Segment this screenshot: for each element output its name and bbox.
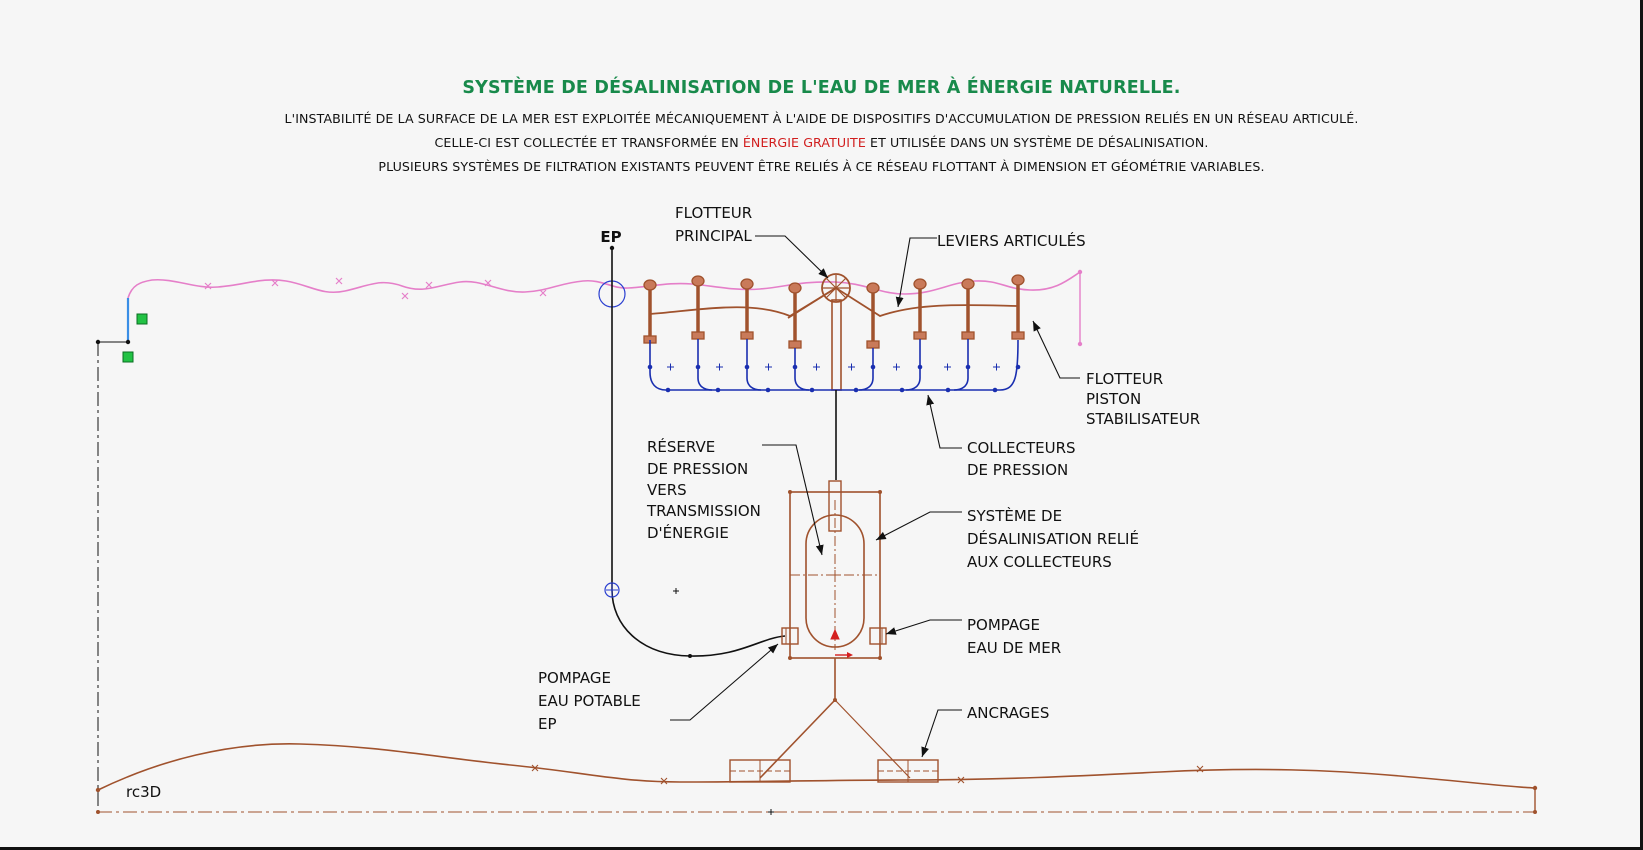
header: SYSTÈME DE DÉSALINISATION DE L'EAU DE ME…	[0, 78, 1643, 179]
pressure-collectors	[647, 339, 1021, 393]
label-line: POMPAGE	[538, 669, 611, 687]
float-network	[643, 273, 1025, 391]
label-line: PRINCIPAL	[675, 227, 752, 245]
description-line-2-end: ET UTILISÉE DANS UN SYSTÈME DE DÉSALINIS…	[865, 135, 1209, 150]
label-line: DÉSALINISATION RELIÉ	[967, 529, 1139, 548]
sea-surface-wave	[127, 269, 1083, 347]
description-line-1: L'INSTABILITÉ DE LA SURFACE DE LA MER ES…	[284, 111, 1359, 126]
label-line: COLLECTEURS	[967, 439, 1076, 457]
label-line: TRANSMISSION	[646, 502, 761, 520]
label-line: DE PRESSION	[967, 461, 1068, 479]
sea-bed	[95, 743, 1538, 815]
label-leviers-articules: LEVIERS ARTICULÉS	[937, 231, 1086, 250]
desalination-system	[781, 480, 887, 702]
label-line: STABILISATEUR	[1086, 410, 1200, 428]
label-line: EAU DE MER	[967, 639, 1061, 657]
label-ep: EP	[600, 228, 621, 246]
label-line: EP	[538, 715, 557, 733]
label-flotteur-principal: FLOTTEUR PRINCIPAL	[675, 204, 752, 245]
highlight-energie-gratuite: ÉNERGIE GRATUITE	[742, 135, 866, 150]
label-line: PISTON	[1086, 390, 1141, 408]
description-line-3: PLUSIEURS SYSTÈMES DE FILTRATION EXISTAN…	[378, 159, 1265, 174]
label-pompage-eau-potable: POMPAGE EAU POTABLE EP	[538, 669, 641, 733]
page-title: SYSTÈME DE DÉSALINISATION DE L'EAU DE ME…	[462, 78, 1181, 98]
potable-water-line	[598, 245, 786, 658]
left-reference-frame	[95, 298, 148, 812]
label-reserve-pression: RÉSERVE DE PRESSION VERS TRANSMISSION D'…	[646, 437, 761, 542]
description-line-2: CELLE-CI EST COLLECTÉE ET TRANSFORMÉE EN…	[0, 131, 1643, 155]
label-collecteurs: COLLECTEURS DE PRESSION	[967, 439, 1076, 479]
label-line: VERS	[647, 481, 687, 499]
label-line: FLOTTEUR	[1086, 370, 1163, 388]
label-line: EAU POTABLE	[538, 692, 641, 710]
label-line: DE PRESSION	[647, 460, 748, 478]
label-pompage-eau-de-mer: POMPAGE EAU DE MER	[967, 616, 1061, 657]
leader-lines	[670, 235, 1080, 758]
description-line-2-start: CELLE-CI EST COLLECTÉE ET TRANSFORMÉE EN	[434, 135, 743, 150]
label-line: FLOTTEUR	[675, 204, 752, 222]
label-line: SYSTÈME DE	[967, 506, 1062, 525]
label-line: POMPAGE	[967, 616, 1040, 634]
label-desalinisation: SYSTÈME DE DÉSALINISATION RELIÉ AUX COLL…	[967, 506, 1139, 571]
label-flotteur-piston: FLOTTEUR PISTON STABILISATEUR	[1086, 370, 1200, 428]
label-line: AUX COLLECTEURS	[967, 553, 1112, 571]
label-line: D'ÉNERGIE	[647, 523, 729, 542]
label-ancrages: ANCRAGES	[967, 704, 1049, 722]
anchors	[729, 699, 939, 783]
label-line: RÉSERVE	[647, 437, 715, 456]
signature: rc3D	[126, 783, 161, 801]
